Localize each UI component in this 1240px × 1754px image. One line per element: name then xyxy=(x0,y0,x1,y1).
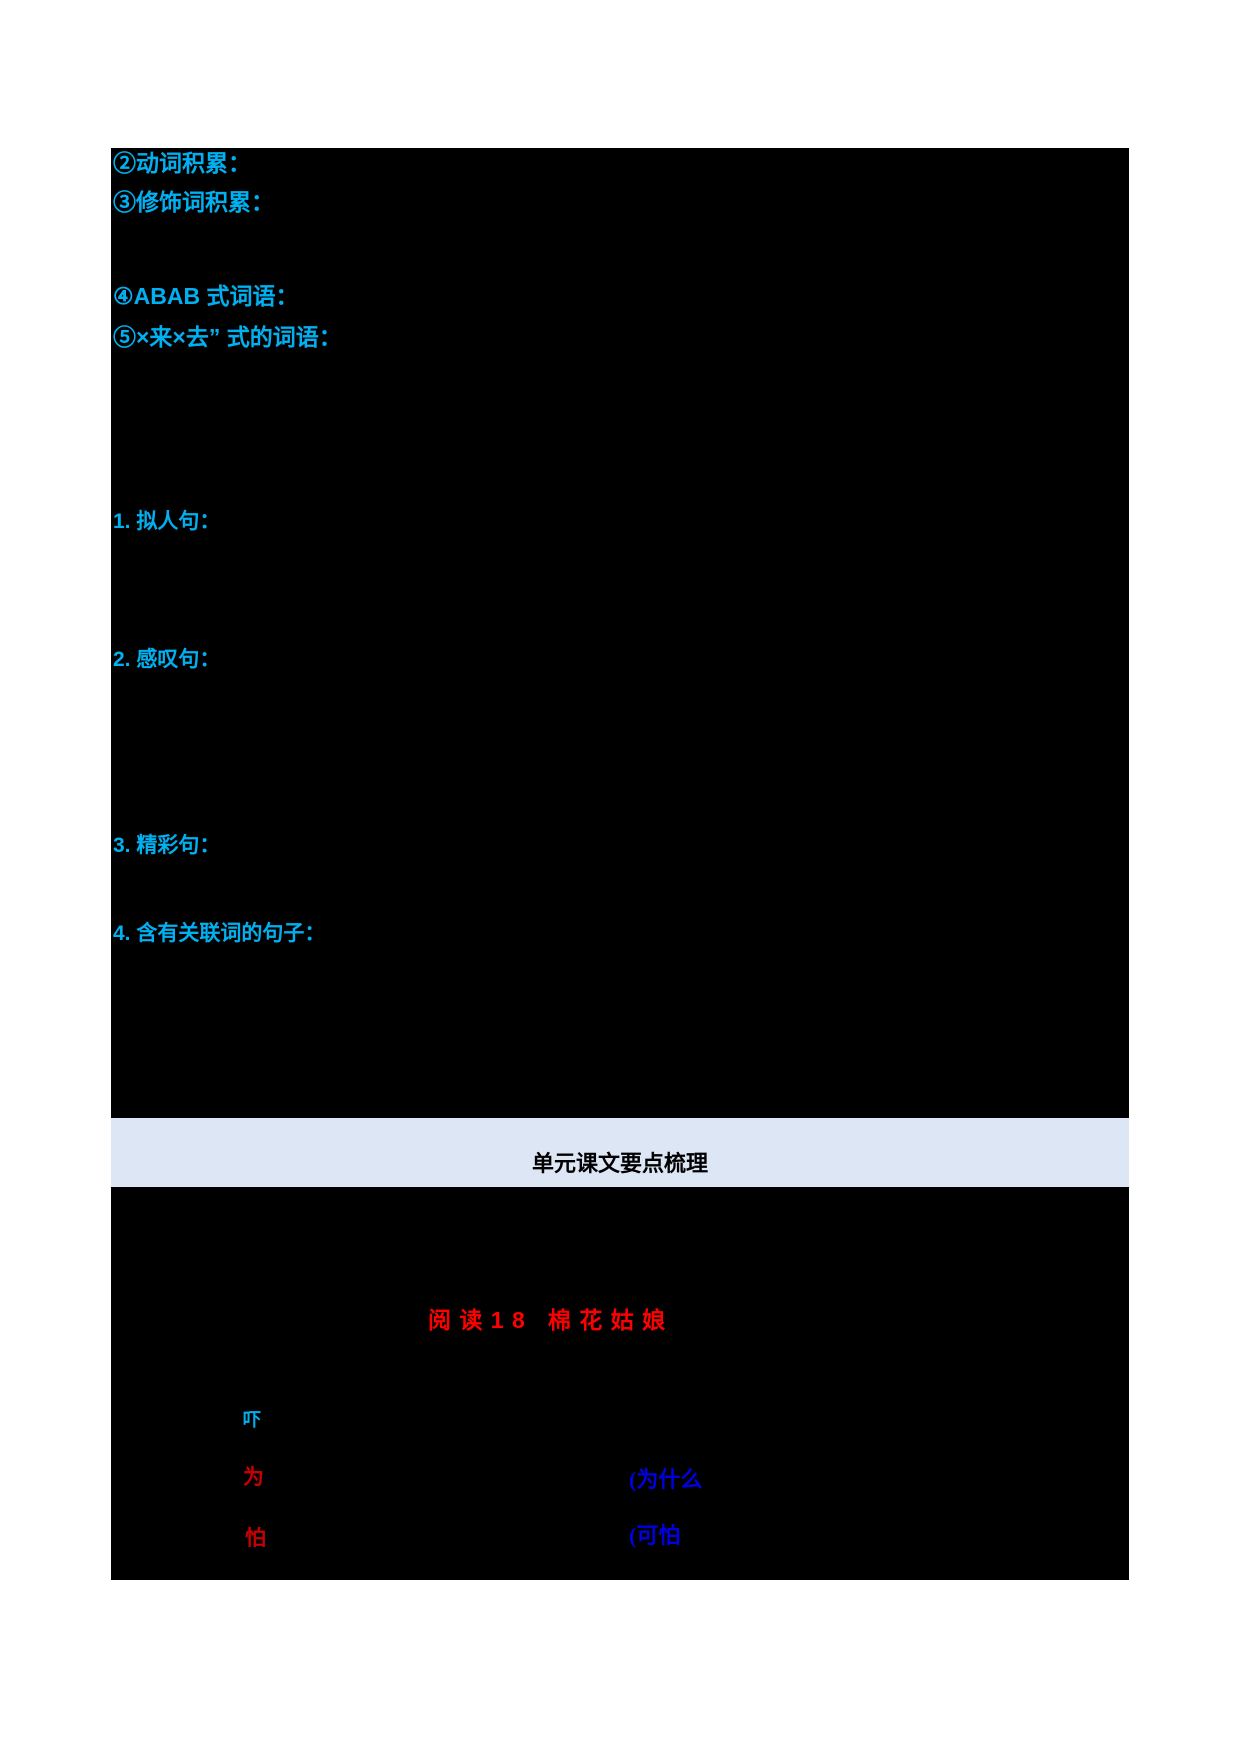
annotation-note-pa: (可怕 xyxy=(629,1523,681,1548)
redacted-content-panel: ②动词积累： ③修饰词积累： ④ABAB 式词语： ⑤×来×去” 式的词语： 1… xyxy=(111,148,1129,1580)
annotation-char-wei: 为 xyxy=(243,1465,264,1489)
sentence-item-brilliant: 3. 精彩句： xyxy=(113,834,221,857)
sentence-item-personification: 1. 拟人句： xyxy=(113,510,221,533)
annotation-note-wei: (为什么 xyxy=(629,1467,703,1492)
annotation-char-xia: 吓 xyxy=(243,1410,261,1430)
word-item-abab: ④ABAB 式词语： xyxy=(113,283,299,309)
section-banner: 单元课文要点梳理 xyxy=(111,1118,1129,1187)
lesson-title: 阅 读 1 8 棉 花 姑 娘 xyxy=(428,1307,667,1333)
sentence-item-conjunction: 4. 含有关联词的句子： xyxy=(113,922,326,945)
word-item-modifiers: ③修饰词积累： xyxy=(113,189,274,215)
annotation-char-pa: 怕 xyxy=(245,1526,266,1550)
section-banner-title: 单元课文要点梳理 xyxy=(531,1150,708,1176)
sentence-item-exclamation: 2. 感叹句： xyxy=(113,648,221,671)
word-item-verbs: ②动词积累： xyxy=(113,150,251,176)
word-item-lai-qu: ⑤×来×去” 式的词语： xyxy=(113,324,342,350)
